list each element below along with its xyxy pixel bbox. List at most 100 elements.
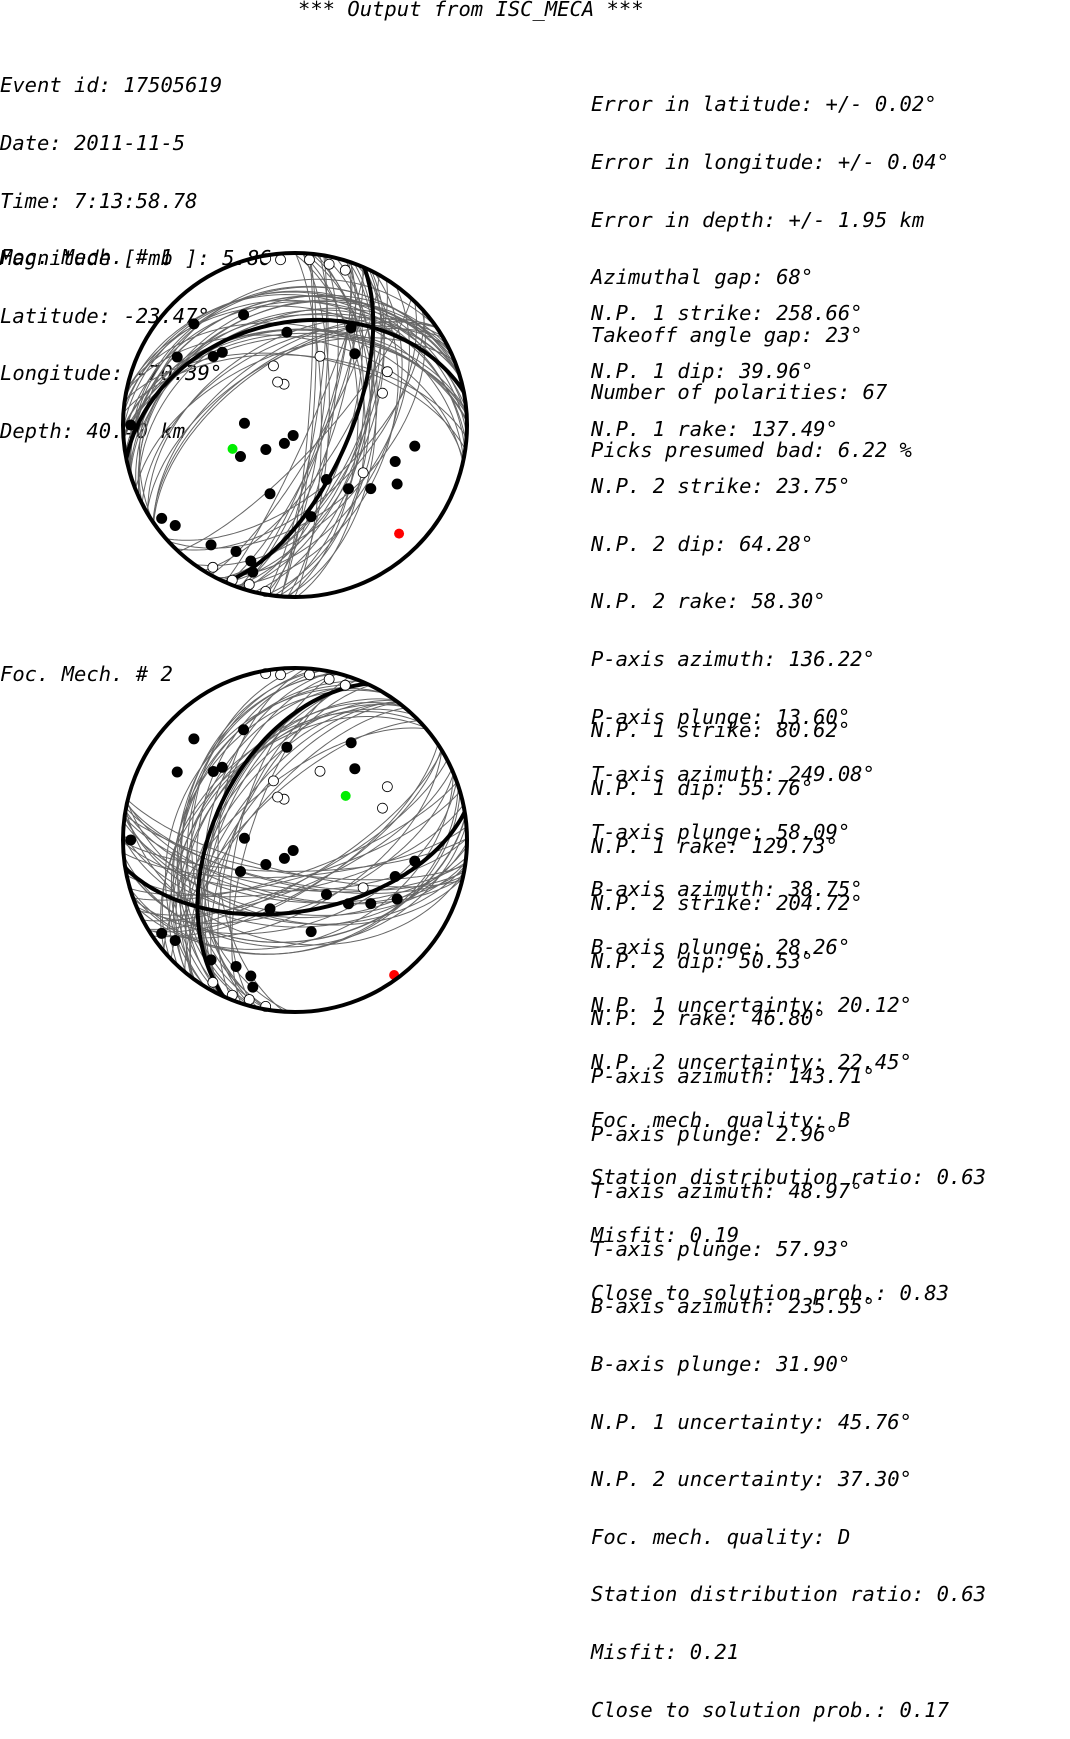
dilatation-polarity: [323, 258, 335, 270]
compression-polarity: [264, 488, 276, 500]
uncertainty-plane: [126, 305, 464, 460]
uncertainty-plane: [204, 682, 366, 998]
mech2-p-azimuth: P-axis azimuth: 143.71°: [591, 1063, 875, 1088]
uncertainty-plane: [161, 710, 421, 959]
compression-polarity: [305, 511, 317, 523]
event-id: Event id: 17505619: [0, 73, 223, 98]
compression-polarity: [125, 834, 137, 846]
compression-polarity: [389, 455, 401, 467]
nodal-plane-1: [124, 317, 466, 460]
uncertainty-plane: [203, 279, 388, 572]
compression-polarity: [278, 437, 290, 449]
event-time: Time: 7:13:58.78: [0, 188, 198, 213]
compression-polarity: [365, 483, 377, 495]
compression-polarity: [245, 555, 257, 567]
uncertainty-plane: [185, 702, 399, 978]
uncertainty-plane: [133, 780, 458, 935]
mech2-quality: Foc. mech. quality: D: [591, 1524, 851, 1549]
dilatation-polarity: [268, 360, 279, 372]
mech2-np1-strike: N.P. 1 strike: 80.62°: [591, 718, 851, 743]
focal-sphere-1: [121, 251, 469, 599]
compression-polarity: [238, 832, 250, 844]
compression-polarity: [409, 855, 421, 867]
mech2-np1-uncertainty: N.P. 1 uncertainty: 45.76°: [591, 1409, 912, 1434]
uncertainty-plane: [135, 337, 455, 490]
t-axis-marker: [340, 790, 351, 801]
takeoff-angle-gap: Takeoff angle gap: 23°: [591, 322, 863, 347]
uncertainty-plane: [136, 772, 454, 950]
compression-polarity: [305, 926, 317, 938]
uncertainty-plane: [165, 311, 425, 541]
compression-polarity: [365, 898, 377, 910]
uncertainty-plane: [147, 317, 443, 514]
compression-polarity: [287, 429, 299, 441]
compression-polarity: [320, 889, 332, 901]
mech2-t-azimuth: T-axis azimuth: 48.97°: [591, 1179, 863, 1204]
dilatation-polarity: [275, 254, 286, 266]
uncertainty-plane: [177, 680, 362, 999]
mech2-solution-prob: Close to solution prob.: 0.17: [591, 1697, 949, 1722]
uncertainty-plane: [122, 290, 468, 431]
compression-polarity: [207, 765, 219, 777]
uncertainty-plane: [280, 253, 314, 597]
uncertainty-plane: [265, 255, 328, 595]
uncertainty-plane: [238, 262, 353, 588]
uncertainty-plane: [172, 684, 372, 995]
error-longitude: Error in longitude: +/- 0.04°: [591, 150, 949, 174]
number-of-polarities: Number of polarities: 67: [591, 380, 888, 405]
compression-polarity: [169, 520, 181, 532]
dilatation-polarity: [304, 669, 315, 681]
uncertainty-plane: [278, 253, 371, 597]
mech2-np2-uncertainty: N.P. 2 uncertainty: 37.30°: [591, 1467, 912, 1492]
dilatation-polarity: [314, 765, 326, 777]
nodal-plane-1: [123, 811, 467, 917]
compression-polarity: [260, 858, 272, 870]
dilatation-polarity: [381, 781, 393, 793]
compression-polarity: [281, 741, 293, 753]
mechanism-2-parameters: N.P. 1 strike: 80.62° N.P. 1 dip: 55.76°…: [591, 683, 986, 1739]
event-depth: Depth: 40.40 km: [0, 418, 186, 443]
uncertainty-plane: [175, 301, 418, 551]
compression-polarity: [188, 733, 200, 745]
compression-polarity: [345, 737, 357, 749]
compression-polarity: [205, 954, 217, 966]
compression-polarity: [125, 419, 137, 431]
uncertainty-plane: [141, 324, 449, 505]
nodal-plane-2: [224, 266, 376, 585]
uncertainty-plane: [123, 822, 467, 904]
compression-polarity: [156, 927, 168, 939]
compression-polarity: [205, 539, 217, 551]
uncertainty-plane: [176, 673, 340, 1007]
uncertainty-plane: [293, 252, 366, 598]
uncertainty-plane: [153, 321, 437, 524]
uncertainty-plane: [227, 266, 364, 584]
mech1-t-plunge: T-axis plunge: 58.09°: [591, 819, 851, 844]
uncertainty-plane: [146, 327, 444, 513]
compression-polarity: [345, 322, 357, 334]
compression-polarity: [156, 512, 168, 524]
sphere-outline: [121, 251, 469, 599]
uncertainty-plane: [215, 272, 403, 579]
compression-polarity: [389, 870, 401, 882]
compression-polarity: [238, 724, 250, 736]
page-title: *** Output from ISC_MECA ***: [298, 0, 644, 21]
compression-polarity: [216, 346, 228, 358]
azimuthal-gap: Azimuthal gap: 68°: [591, 265, 814, 290]
dilatation-polarity: [377, 802, 388, 814]
mech1-np1-dip: N.P. 1 dip: 39.96°: [591, 359, 814, 383]
dilatation-polarity: [304, 254, 315, 266]
mech2-np1-dip: N.P. 1 dip: 55.76°: [591, 776, 814, 800]
uncertainty-plane: [184, 699, 396, 980]
dilatation-polarity: [272, 791, 284, 803]
compression-polarity: [260, 443, 272, 455]
compression-polarity: [342, 898, 354, 910]
uncertainty-plane: [172, 701, 404, 975]
dilatation-polarity: [357, 467, 369, 479]
mech1-np1-strike: N.P. 1 strike: 258.66°: [591, 301, 863, 326]
uncertainty-plane: [125, 808, 465, 946]
compression-polarity: [169, 935, 181, 947]
uncertainty-plane: [122, 837, 468, 928]
compression-polarity: [320, 474, 332, 486]
uncertainty-plane: [180, 669, 323, 1011]
compression-polarity: [238, 309, 250, 321]
